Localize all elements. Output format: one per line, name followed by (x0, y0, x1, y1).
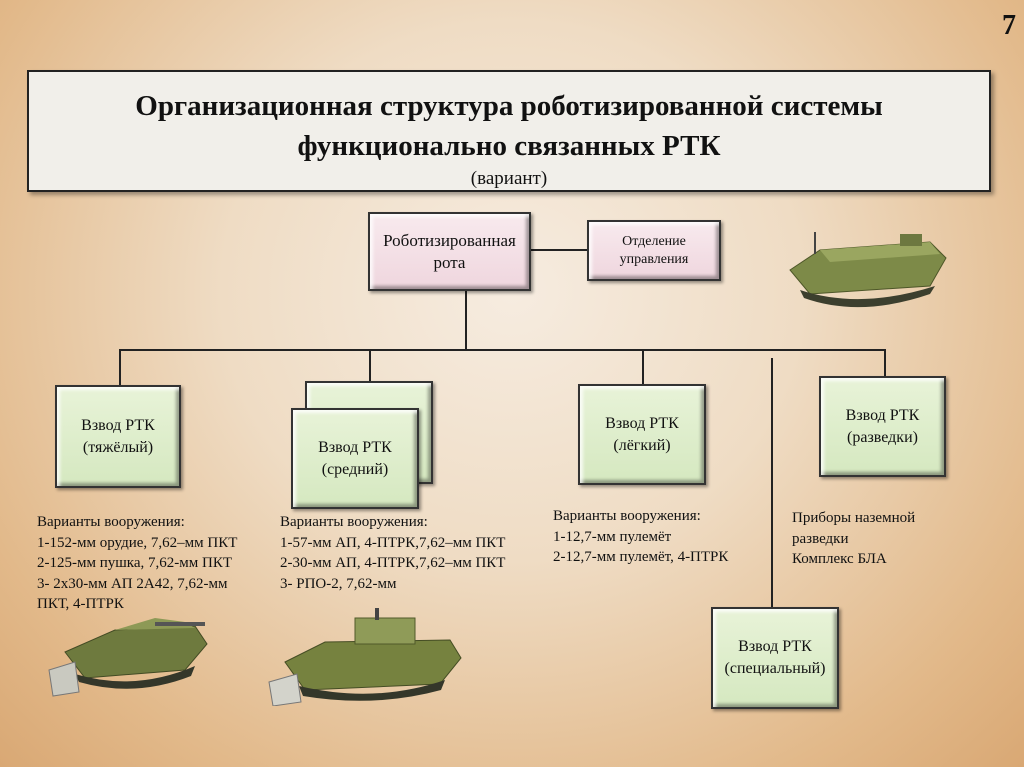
connector (642, 349, 644, 384)
note-line: Комплекс БЛА (792, 551, 887, 567)
note-line: Варианты вооружения: (280, 514, 428, 530)
connector (465, 290, 467, 351)
platoon-type: (разведки) (847, 428, 918, 446)
platoon-heavy-box: Взвод РТК (тяжёлый) (55, 385, 181, 488)
note-line: 1-12,7-мм пулемёт (553, 528, 672, 545)
platoon-label: Взвод РТК (738, 638, 812, 655)
control-line-1: Отделение (622, 233, 686, 249)
notes-heavy: Варианты вооружения: 1-152-мм орудие, 7,… (37, 512, 237, 615)
control-line-2: управления (619, 251, 689, 267)
notes-recon: Приборы наземной разведки Комплекс БЛА (792, 508, 915, 570)
connector (884, 349, 886, 377)
note-line: 1-152-мм орудие, 7,62–мм ПКТ (37, 534, 238, 551)
control-box: Отделение управления (587, 220, 721, 281)
title-line-1: Организационная структура роботизированн… (135, 90, 883, 122)
platoon-special-box: Взвод РТК (специальный) (711, 607, 839, 709)
note-line: 1-57-мм АП, 4-ПТРК,7,62–мм ПКТ (280, 534, 506, 551)
connector (530, 249, 587, 251)
platoon-label: Взвод РТК (605, 414, 679, 432)
heavy-vehicle-image (48, 618, 208, 697)
page-number: 7 (1002, 10, 1016, 41)
platoon-light-box: Взвод РТК (лёгкий) (578, 384, 706, 485)
connector (119, 349, 121, 385)
note-line: 2-12,7-мм пулемёт, 4-ПТРК (553, 549, 729, 565)
platoon-type: (специальный) (724, 660, 826, 677)
note-line: ПКТ, 4-ПТРК (37, 596, 124, 612)
platoon-label: Взвод РТК (318, 438, 392, 456)
note-line: 2-125-мм пушка, 7,62-мм ПКТ (37, 555, 232, 571)
connector (369, 349, 371, 381)
robotic-vehicle-image (789, 232, 947, 308)
note-line: Варианты вооружения: (553, 508, 701, 524)
title-line-2: функционально связанных РТК (297, 130, 721, 162)
medium-vehicle-image (268, 608, 462, 706)
note-line: 3- 2х30-мм АП 2А42, 7,62-мм (37, 575, 228, 592)
note-line: Варианты вооружения: (37, 514, 185, 530)
note-line: 2-30-мм АП, 4-ПТРК,7,62–мм ПКТ (280, 555, 506, 571)
platoon-medium-box: Взвод РТК (средний) (291, 408, 419, 509)
connector (119, 349, 886, 351)
platoon-label: Взвод РТК (845, 406, 920, 424)
platoon-type: (средний) (321, 460, 389, 478)
note-line: Приборы наземной (792, 510, 916, 526)
platoon-recon-box: Взвод РТК (разведки) (819, 376, 946, 477)
note-line: разведки (792, 530, 849, 547)
notes-light: Варианты вооружения: 1-12,7-мм пулемёт 2… (553, 506, 728, 568)
platoon-label: Взвод РТК (81, 416, 155, 434)
company-line-2: рота (433, 252, 466, 272)
platoon-type: (тяжёлый) (82, 438, 154, 456)
connector (771, 358, 773, 607)
title-box: Организационная структура роботизированн… (27, 70, 991, 192)
platoon-type: (лёгкий) (613, 436, 671, 454)
title-subtitle: (вариант) (470, 168, 548, 189)
note-line: 3- РПО-2, 7,62-мм (280, 575, 397, 592)
notes-medium: Варианты вооружения: 1-57-мм АП, 4-ПТРК,… (280, 512, 505, 594)
company-line-1: Роботизированная (383, 230, 516, 250)
